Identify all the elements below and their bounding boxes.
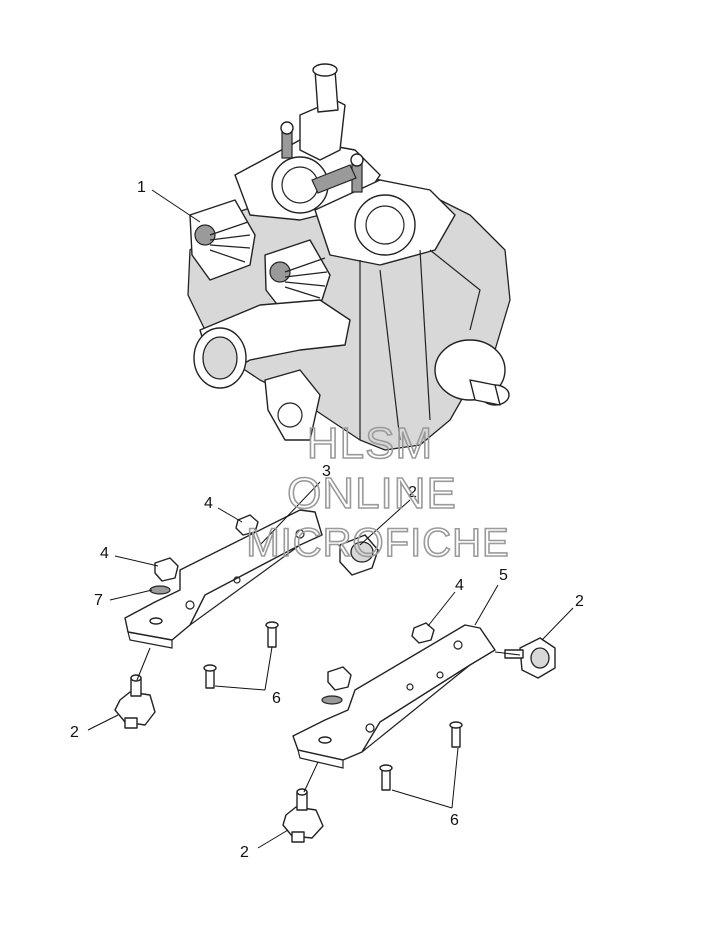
callout-2-center: 2 bbox=[408, 484, 417, 501]
right-bolt-b bbox=[379, 764, 393, 791]
watermark-line-2: ONLINE bbox=[287, 469, 457, 518]
callout-2-right-upper: 2 bbox=[575, 593, 584, 610]
left-washer bbox=[149, 585, 171, 595]
watermark: HLSM ONLINE MICROFICHE bbox=[246, 418, 510, 566]
leader-lines bbox=[87, 189, 574, 849]
right-bolt-a bbox=[449, 721, 463, 748]
callout-5: 5 bbox=[499, 567, 508, 584]
left-bolt-a bbox=[265, 621, 279, 648]
left-nut-upper bbox=[235, 514, 259, 536]
engine-assembly bbox=[187, 63, 511, 451]
callout-2-right-lower: 2 bbox=[240, 844, 249, 861]
right-nut-upper bbox=[411, 622, 435, 644]
watermark-line-3: MICROFICHE bbox=[246, 521, 509, 565]
callout-labels: 1 3 2 4 4 7 2 6 4 5 2 6 2 bbox=[70, 179, 584, 861]
callout-4-left-lower: 4 bbox=[100, 545, 109, 562]
left-nut-lower bbox=[154, 557, 179, 582]
left-mount-bracket bbox=[124, 509, 323, 649]
left-bolt-b bbox=[203, 664, 217, 689]
right-nut-lower bbox=[327, 666, 352, 691]
callout-2-left: 2 bbox=[70, 724, 79, 741]
callout-6-left: 6 bbox=[272, 690, 281, 707]
callout-7: 7 bbox=[94, 592, 103, 609]
right-side-rubber-mount bbox=[504, 637, 556, 679]
callout-3: 3 bbox=[322, 463, 331, 480]
callout-1: 1 bbox=[137, 179, 146, 196]
right-washer bbox=[321, 695, 343, 705]
callout-6-right: 6 bbox=[450, 812, 459, 829]
right-rubber-mount bbox=[282, 788, 324, 843]
center-rubber-bushing bbox=[339, 534, 379, 576]
callout-4-right: 4 bbox=[455, 577, 464, 594]
right-mount-bracket bbox=[292, 624, 496, 769]
callout-4-left-upper: 4 bbox=[204, 495, 213, 512]
left-rubber-mount bbox=[114, 674, 156, 729]
watermark-line-1: HLSM bbox=[307, 419, 433, 468]
